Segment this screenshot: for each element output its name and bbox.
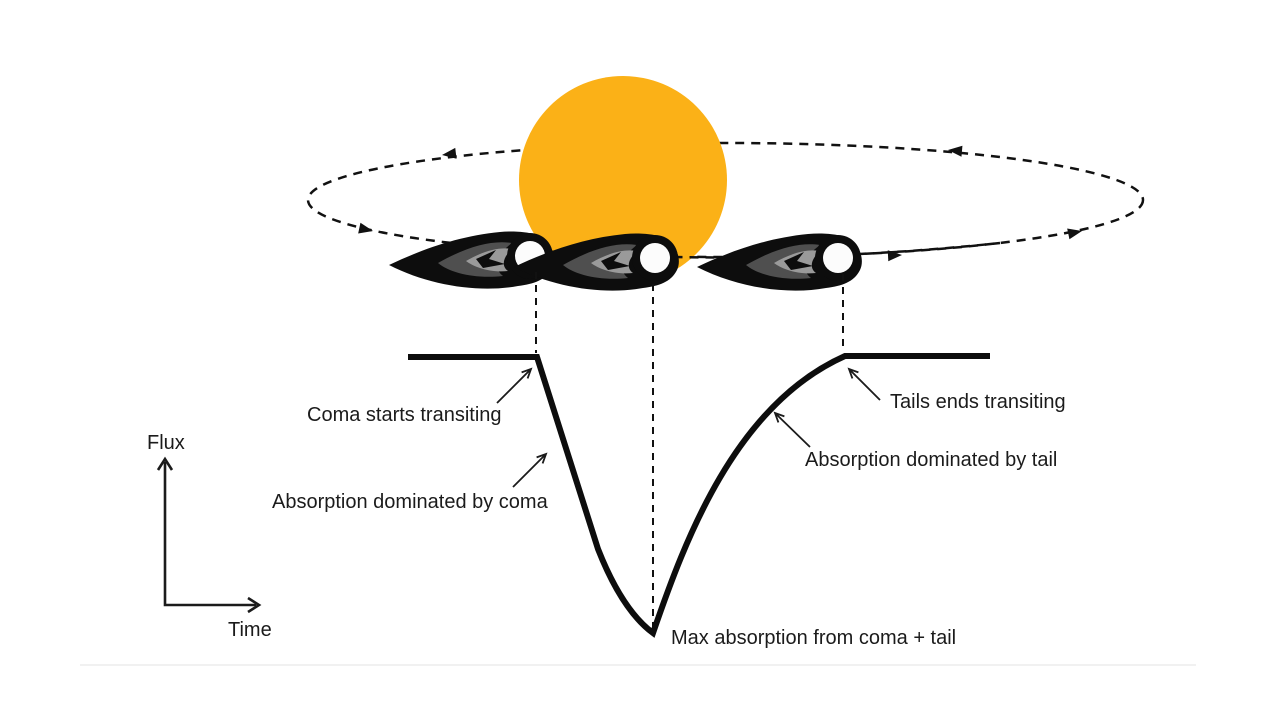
orbit-arrow-top-left-icon xyxy=(442,147,457,159)
label-tail-ends: Tails ends transiting xyxy=(890,391,1066,413)
label-coma-starts: Coma starts transiting xyxy=(307,404,502,426)
x-axis-arrow-icon xyxy=(247,596,262,614)
orbit-arrow-bottom-left-icon xyxy=(358,222,373,234)
orbit-arrow-top-right-icon xyxy=(948,145,963,157)
annotation-arrows xyxy=(496,367,881,488)
comet-position-1 xyxy=(389,231,554,289)
y-axis-arrow-icon xyxy=(156,456,174,471)
axes-lines xyxy=(163,462,256,607)
label-absorption-tail: Absorption dominated by tail xyxy=(805,449,1057,471)
arrow-absorption-tail-icon xyxy=(773,411,811,448)
orbit-arrow-bottom-mid-icon xyxy=(887,250,902,262)
arrow-coma-starts-icon xyxy=(496,367,533,404)
orbit-ellipse xyxy=(306,141,1145,259)
orbit-direction-arrows xyxy=(358,145,1082,262)
drop-lines xyxy=(535,272,844,629)
label-absorption-coma: Absorption dominated by coma xyxy=(272,491,549,513)
y-axis-label: Flux xyxy=(147,432,185,454)
star xyxy=(519,76,727,284)
comet-position-3 xyxy=(697,233,862,291)
arrow-tail-ends-icon xyxy=(847,367,881,401)
light-curve xyxy=(408,353,990,638)
x-axis-label: Time xyxy=(228,619,272,641)
orbit-arrow-bottom-right-icon xyxy=(1067,228,1082,240)
label-max-absorption: Max absorption from coma + tail xyxy=(671,627,956,649)
flux-time-axes xyxy=(156,456,262,614)
arrow-absorption-coma-icon xyxy=(512,452,548,488)
